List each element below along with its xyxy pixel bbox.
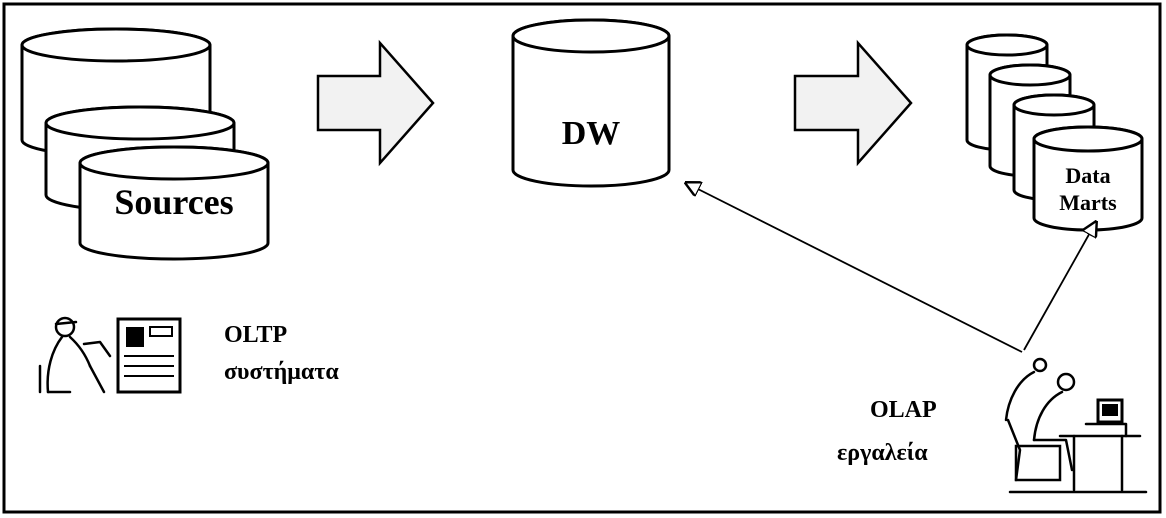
dw-label: DW <box>562 115 621 152</box>
sources-database-stack: Sources <box>22 29 268 259</box>
olap-to-datamarts-arrow <box>1024 222 1096 350</box>
olap-subtitle: εργαλεία <box>837 440 928 466</box>
olap-title: OLAP <box>870 397 937 423</box>
datamarts-database-stack: Data Marts <box>967 35 1142 230</box>
oltp-subtitle: συστήματα <box>224 359 339 385</box>
olap-to-dw-arrow <box>686 183 1022 352</box>
oltp-title: OLTP <box>224 322 287 348</box>
sources-label: Sources <box>114 182 233 222</box>
datamarts-label-line2: Marts <box>1059 190 1117 215</box>
dw-database: DW <box>513 20 669 186</box>
worker-at-computer-cabinet-icon <box>40 318 180 392</box>
flow-arrow-sources-to-dw <box>318 43 433 163</box>
datamarts-label-line1: Data <box>1065 163 1110 188</box>
analyst-at-desk-icon <box>1006 359 1146 492</box>
flow-arrow-dw-to-datamarts <box>795 43 911 163</box>
